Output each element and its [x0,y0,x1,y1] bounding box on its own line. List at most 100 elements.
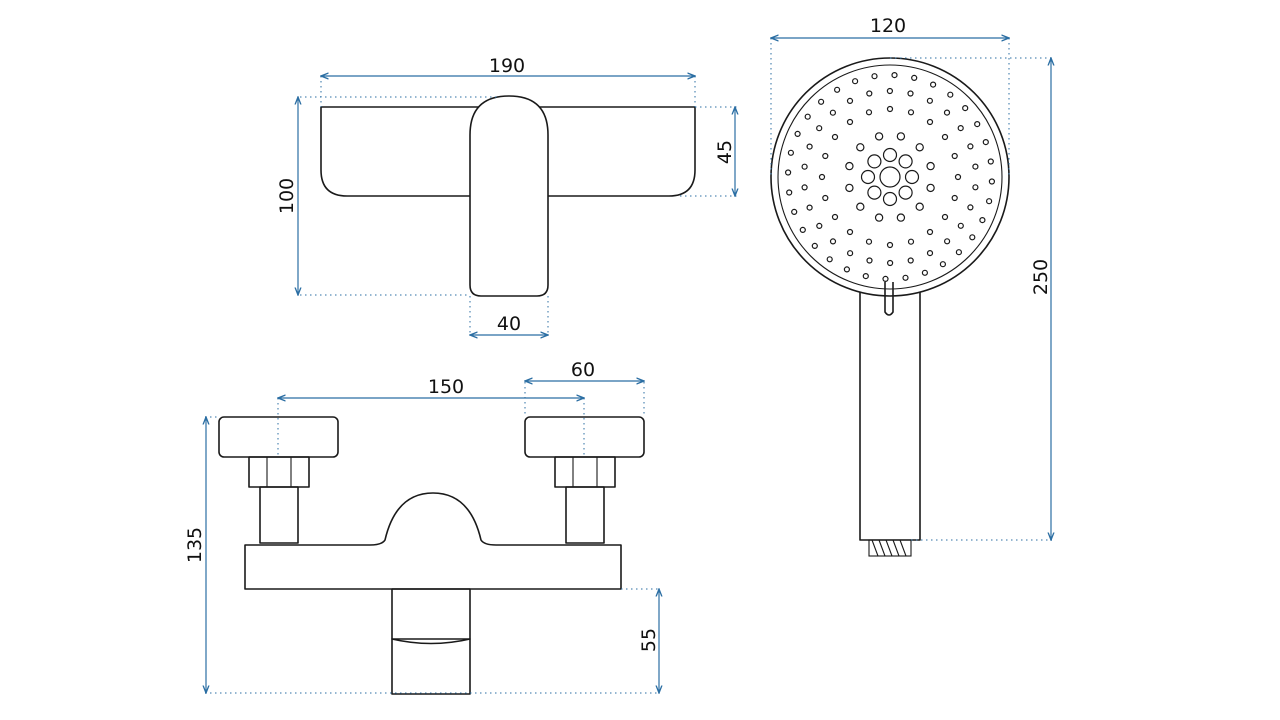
mixer-body-front [244,492,622,590]
nozzle-spray [886,259,894,267]
nozzle-spray [926,97,934,104]
nozzle-spray [974,120,981,128]
left-hex-nut [248,456,310,488]
nozzle-spray [816,222,823,229]
mixer-body-top-outline [320,106,696,197]
nozzle-spray [865,109,873,116]
nozzle-spray [926,228,934,236]
hand-shower [770,57,1010,557]
nozzle-spray [801,184,808,191]
nozzle-small [856,143,865,152]
right-pipe [565,486,605,544]
nozzle-spray [985,198,993,205]
dimension-100-label: 100 [276,178,298,214]
nozzle-spray [829,109,837,116]
nozzle-spray [926,118,934,126]
dimension-250-label: 250 [1030,259,1052,295]
nozzle-small [856,202,865,211]
shower-nozzles [784,71,996,282]
nozzle-large [867,154,882,169]
dimension-55-label: 55 [638,628,660,652]
nozzle-spray [972,184,979,191]
nozzle-spray [926,250,934,257]
nozzle-small [845,161,854,171]
nozzle-spray [843,266,851,273]
mixer-front-view [218,416,645,695]
dimension-120: 120 [771,15,1009,38]
nozzle-small [874,132,884,141]
nozzle-spray [846,250,854,257]
nozzle-spray [886,105,894,113]
nozzle-spray [979,217,986,224]
dimension-45-label: 45 [714,140,736,164]
nozzle-spray [967,143,974,150]
nozzle-spray [846,228,854,236]
nozzle-spray [806,143,813,150]
outlet-nozzle [391,638,471,695]
outlet-neck [391,588,471,640]
nozzle-spray [786,189,793,196]
nozzle-spray [882,275,889,282]
nozzle-spray [801,163,808,170]
dimension-60: 60 [525,359,644,381]
nozzle-small [926,161,935,171]
nozzle-spray [816,125,823,132]
dimension-40-label: 40 [497,313,521,335]
nozzle-spray [941,213,949,221]
nozzle-spray [822,194,829,202]
nozzle-spray [787,149,795,156]
nozzle-spray [907,238,915,245]
nozzle-spray [951,152,958,160]
shower-head-inner-ring [777,64,1003,290]
nozzle-spray [866,257,873,264]
nozzle-spray [941,133,949,141]
nozzle-spray [818,173,826,181]
top-view-extension-lines [300,76,737,336]
nozzle-small [926,183,935,193]
nozzle-center [879,166,901,188]
nozzle-spray [826,256,833,263]
shower-thread [868,539,912,557]
nozzle-spray [943,238,951,245]
nozzle-spray [911,74,918,82]
nozzle-spray [833,86,841,93]
nozzle-spray [794,130,801,137]
nozzle-spray [886,241,894,249]
nozzle-large [882,147,898,163]
nozzle-small [896,132,906,141]
front-view-extension-lines [205,382,660,694]
dimension-45: 45 [714,107,736,196]
lever-handle-outline [469,95,549,297]
nozzle-small [915,202,924,211]
dimension-190-label: 190 [489,55,525,77]
shower-handle [859,290,921,541]
dimension-135-label: 135 [184,527,206,563]
nozzle-spray [829,238,837,245]
nozzle-spray [969,234,976,241]
nozzle-spray [865,238,873,245]
nozzle-large [898,154,913,169]
nozzle-spray [921,269,929,276]
nozzle-large [860,169,876,185]
nozzle-small [874,213,884,222]
nozzle-large [882,191,898,207]
nozzle-spray [862,273,869,280]
nozzle-spray [951,194,958,202]
nozzle-spray [982,139,989,146]
nozzle-spray [846,97,854,105]
dimension-40: 40 [470,313,548,335]
left-pipe [259,486,299,544]
nozzle-spray [955,249,963,256]
shower-extension-lines [770,38,1052,541]
dimension-55: 55 [638,589,660,693]
nozzle-spray [811,242,818,249]
nozzle-spray [987,158,994,165]
dimension-190: 190 [321,55,695,77]
nozzle-spray [866,90,873,97]
nozzle-small [915,143,924,152]
nozzle-spray [902,274,909,281]
nozzle-spray [871,73,878,80]
nozzle-spray [929,81,937,88]
nozzle-spray [822,152,829,160]
